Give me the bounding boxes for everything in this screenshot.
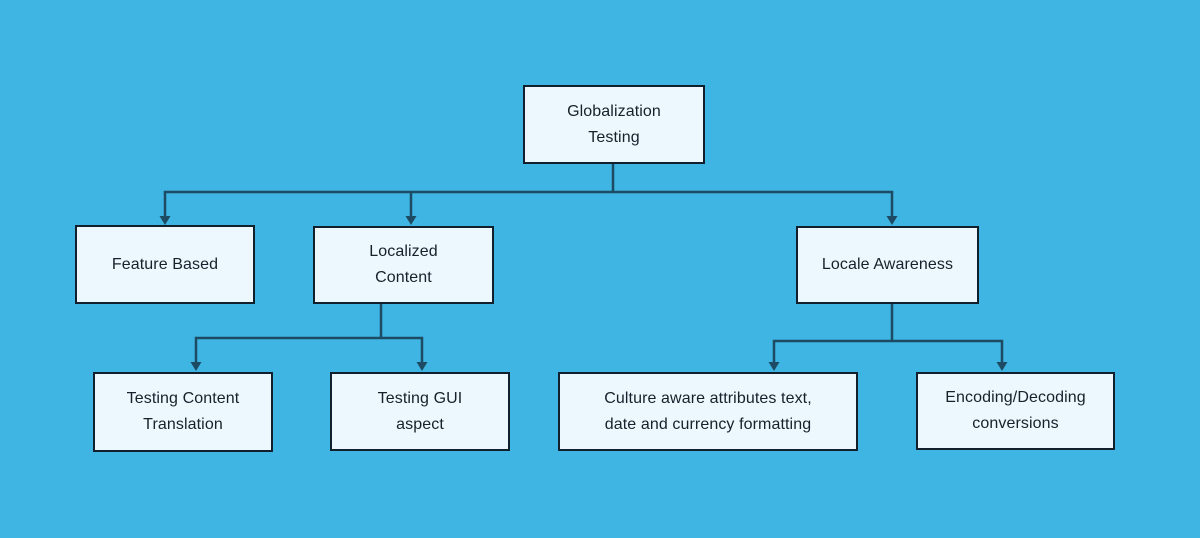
node-feature-based: Feature Based [75,225,255,304]
connector-level2-right-rail [772,339,1004,363]
node-encoding-decoding-conversions: Encoding/Decoding conversions [916,372,1115,450]
node-label: Globalization Testing [567,102,661,146]
node-label: Encoding/Decoding conversions [945,389,1086,432]
connector-level2-left-rail [194,336,424,363]
node-label: Feature Based [111,255,219,273]
connector-level1-rail [163,190,894,217]
arrow-down-icon [768,362,780,371]
arrow-down-icon [190,362,202,371]
arrow-down-icon [416,362,428,371]
node-label: Testing Content Translation [126,390,240,433]
arrow-down-icon [996,362,1008,371]
node-label: Localized Content [369,243,438,286]
arrow-down-icon [159,216,171,225]
node-localized-content: Localized Content [313,226,494,304]
node-culture-aware-attributes: Culture aware attributes text, date and … [558,372,858,451]
node-locale-awareness: Locale Awareness [796,226,979,304]
node-testing-gui-aspect: Testing GUI aspect [330,372,510,451]
node-label: Testing GUI aspect [377,389,463,433]
node-label: Culture aware attributes text, date and … [604,389,812,433]
arrow-down-icon [405,216,417,225]
node-testing-content-translation: Testing Content Translation [93,372,273,452]
arrow-down-icon [886,216,898,225]
node-globalization-testing: Globalization Testing [523,85,705,164]
node-label: Locale Awareness [821,256,954,274]
